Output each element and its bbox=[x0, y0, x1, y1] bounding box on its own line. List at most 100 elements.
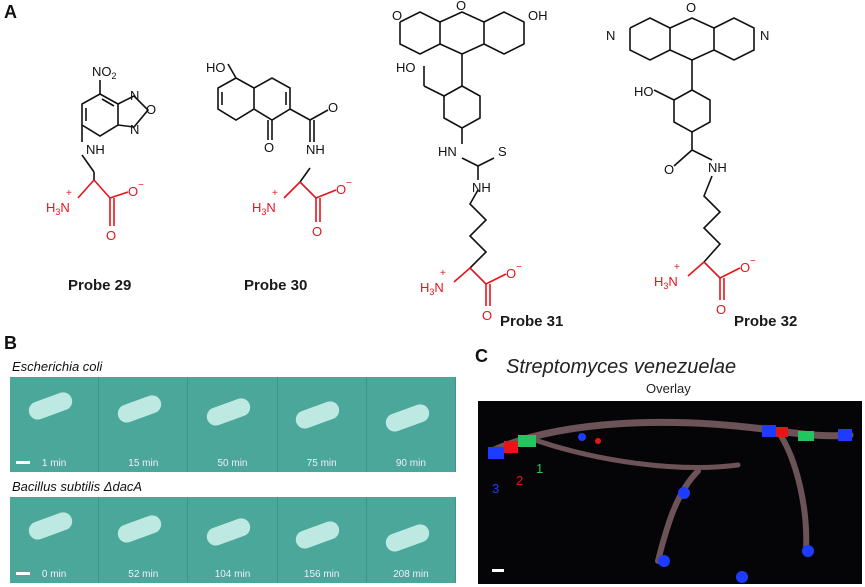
amine-31: H3N bbox=[420, 280, 444, 297]
probe-32-label: Probe 32 bbox=[734, 313, 798, 330]
ecoli-time-label: 1 min bbox=[41, 458, 67, 469]
charge-minus-32: − bbox=[750, 256, 756, 267]
ecoli-cell bbox=[204, 395, 253, 429]
o2-32: O bbox=[716, 302, 726, 317]
atom-o-6: O bbox=[686, 0, 696, 15]
atom-nh-3: NH bbox=[472, 180, 491, 195]
atom-oh: OH bbox=[528, 8, 548, 23]
atom-o-2: O bbox=[264, 140, 274, 155]
hyphae-drawing: 1 2 3 bbox=[488, 418, 854, 583]
bsub-title: Bacillus subtilis ΔdacA bbox=[12, 479, 143, 494]
amine-29: H3N bbox=[46, 200, 70, 217]
bsub-frame: 208 min bbox=[367, 497, 456, 583]
atom-s: S bbox=[498, 144, 507, 159]
ecoli-scale-bar bbox=[16, 461, 30, 464]
chemical-structures: NO2 N O N NH HO O NH O O O OH HO HN S NH… bbox=[46, 0, 769, 323]
atom-n-3: N bbox=[606, 28, 615, 43]
bsub-timelapse: 0 min 52 min 104 min 156 min 208 min bbox=[10, 497, 456, 583]
o-31: O bbox=[506, 266, 516, 281]
bsub-cell bbox=[26, 509, 75, 543]
panel-b-letter: B bbox=[4, 333, 17, 353]
bsub-cell bbox=[204, 515, 253, 549]
bsub-cell bbox=[115, 512, 164, 546]
atom-ho-1: HO bbox=[206, 60, 226, 75]
marker-3: 3 bbox=[492, 481, 499, 496]
atom-n-1: N bbox=[130, 88, 139, 103]
charge-plus-30: + bbox=[272, 188, 278, 199]
bsub-time-label: 156 min bbox=[303, 569, 340, 580]
bsub-scale-bar bbox=[16, 572, 30, 575]
ecoli-frame: 1 min bbox=[10, 377, 100, 472]
ecoli-cell bbox=[293, 398, 342, 432]
panel-c-subtitle: Overlay bbox=[646, 381, 691, 396]
bsub-time-label: 104 min bbox=[214, 569, 251, 580]
o2-30: O bbox=[312, 224, 322, 239]
charge-plus-31: + bbox=[440, 268, 446, 279]
atom-o-5: O bbox=[456, 0, 466, 13]
probe-29-skeleton bbox=[81, 80, 150, 180]
marker-2: 2 bbox=[516, 473, 523, 488]
ecoli-time-label: 50 min bbox=[217, 458, 248, 469]
probe-31-amino-acid bbox=[453, 267, 507, 306]
ecoli-cell bbox=[115, 392, 164, 426]
ecoli-cell bbox=[382, 401, 431, 435]
panel-c-title: Streptomyces venezuelae bbox=[506, 356, 737, 378]
panel-a-letter: A bbox=[4, 2, 17, 22]
panel-c-letter: C bbox=[475, 346, 488, 366]
fluorescence-overlay: 1 2 3 bbox=[478, 401, 862, 584]
bsub-frame: 0 min bbox=[10, 497, 100, 583]
probe-29-amino-acid bbox=[77, 179, 129, 226]
bsub-frame: 104 min bbox=[188, 497, 278, 583]
bsub-cell bbox=[293, 518, 342, 552]
atom-nh-1: NH bbox=[86, 142, 105, 157]
ecoli-frame: 75 min bbox=[278, 377, 367, 472]
probe-30-label: Probe 30 bbox=[244, 277, 308, 294]
probe-31-label: Probe 31 bbox=[500, 313, 564, 330]
bsub-time-label: 0 min bbox=[41, 569, 67, 580]
probe-32-amino-acid bbox=[687, 261, 741, 300]
charge-plus-32: + bbox=[674, 262, 680, 273]
charge-minus-31: − bbox=[516, 262, 522, 273]
atom-o-1: O bbox=[146, 102, 156, 117]
bsub-frame: 52 min bbox=[99, 497, 189, 583]
atom-nh-2: NH bbox=[306, 142, 325, 157]
atom-o-7: O bbox=[664, 162, 674, 177]
ecoli-time-label: 15 min bbox=[128, 458, 159, 469]
ecoli-frame: 15 min bbox=[99, 377, 189, 472]
o2-29: O bbox=[106, 228, 116, 243]
charge-minus-29: − bbox=[138, 180, 144, 191]
atom-n-4: N bbox=[760, 28, 769, 43]
ecoli-frame: 90 min bbox=[367, 377, 456, 472]
ecoli-frame: 50 min bbox=[188, 377, 278, 472]
probe-32-skeleton bbox=[629, 17, 755, 263]
bsub-time-label: 208 min bbox=[393, 569, 429, 580]
probe-30-amino-acid bbox=[283, 181, 337, 222]
bsub-time-label: 52 min bbox=[128, 569, 159, 580]
atom-no2: NO2 bbox=[92, 64, 117, 81]
atom-ho-2: HO bbox=[396, 60, 416, 75]
ecoli-time-label: 90 min bbox=[395, 458, 426, 469]
o-32: O bbox=[740, 260, 750, 275]
o-30: O bbox=[336, 182, 346, 197]
atom-o-4: O bbox=[392, 8, 402, 23]
marker-1: 1 bbox=[536, 461, 543, 476]
amine-32: H3N bbox=[654, 274, 678, 291]
ecoli-time-label: 75 min bbox=[306, 458, 337, 469]
ecoli-title: Escherichia coli bbox=[12, 359, 103, 374]
atom-nh-4: NH bbox=[708, 160, 727, 175]
probe-29-label: Probe 29 bbox=[68, 277, 132, 294]
bsub-frame: 156 min bbox=[278, 497, 367, 583]
ecoli-timelapse: 1 min 15 min 50 min 75 min 90 min bbox=[10, 377, 456, 472]
o-29: O bbox=[128, 184, 138, 199]
probe-31-skeleton bbox=[399, 11, 525, 269]
ecoli-cell bbox=[26, 389, 75, 423]
bsub-cell bbox=[382, 521, 431, 555]
atom-ho-3: HO bbox=[634, 84, 654, 99]
atom-n-2: N bbox=[130, 122, 139, 137]
amine-30: H3N bbox=[252, 200, 276, 217]
charge-plus-29: + bbox=[66, 188, 72, 199]
atom-o-3: O bbox=[328, 100, 338, 115]
probe-30-skeleton bbox=[217, 63, 329, 183]
atom-hn: HN bbox=[438, 144, 457, 159]
